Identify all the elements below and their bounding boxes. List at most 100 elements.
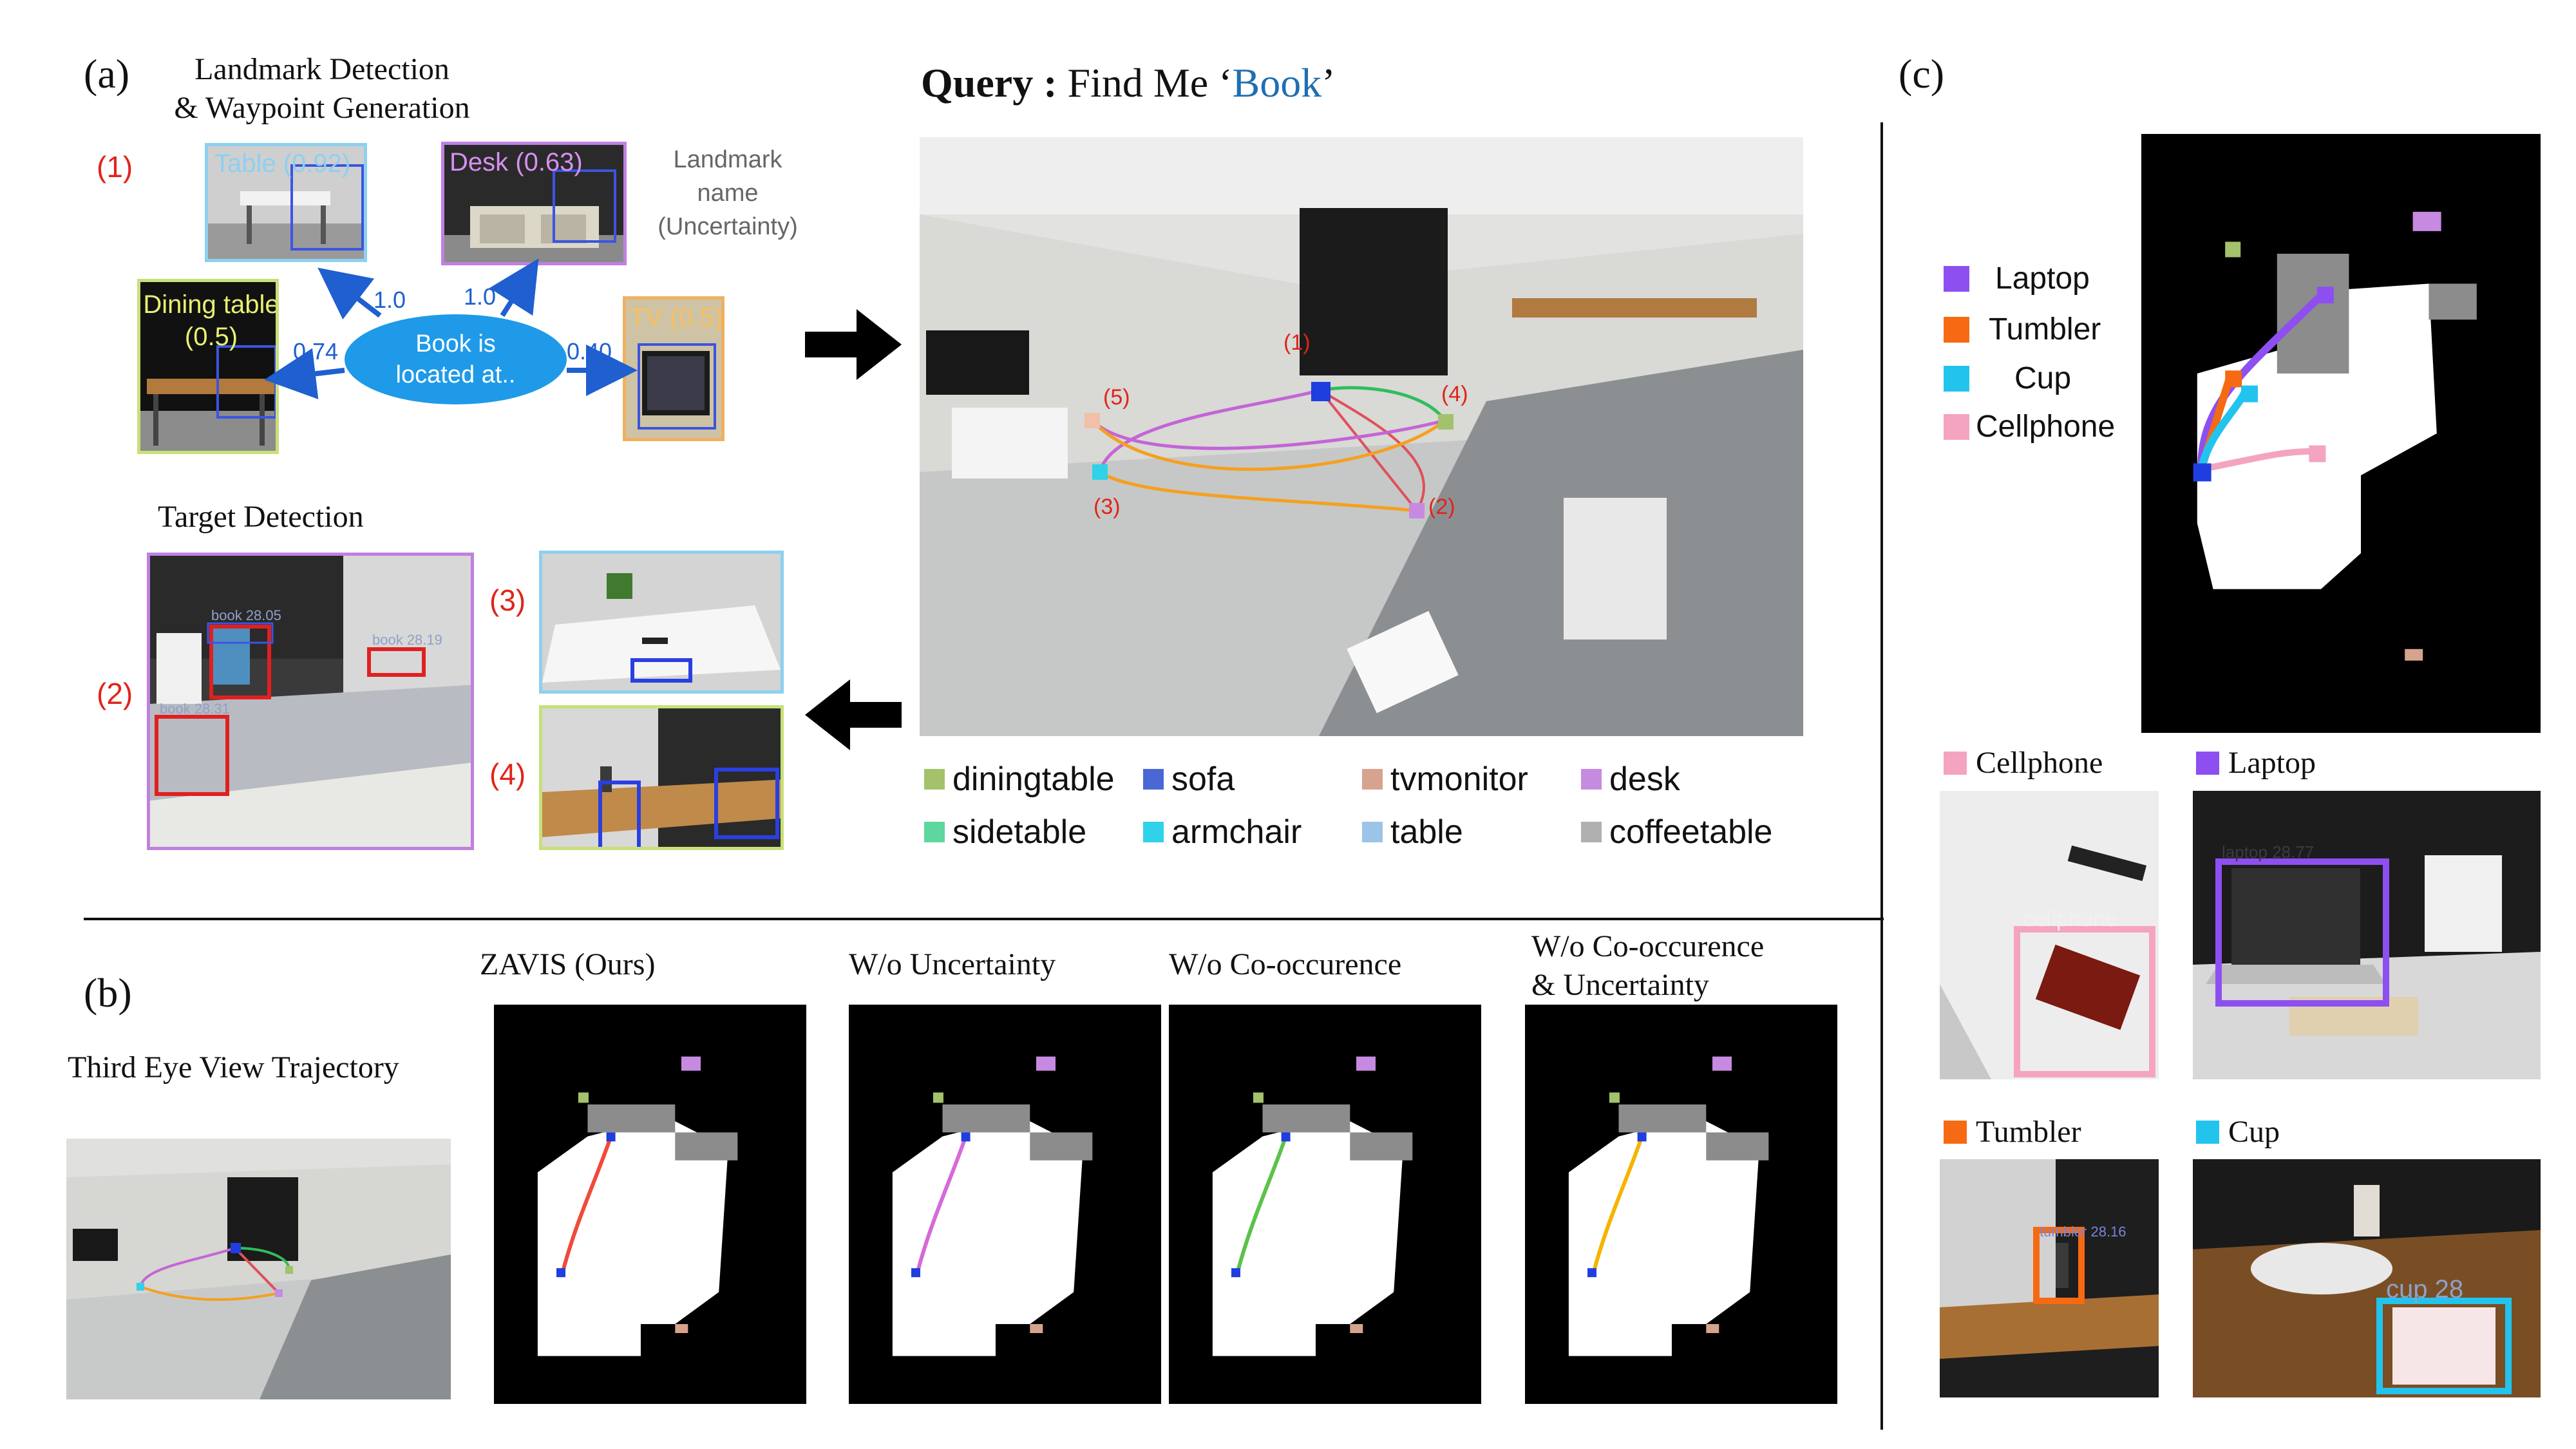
tumbler-marker <box>2225 370 2242 388</box>
crop-det-cellphone: cellphone <box>2023 907 2117 931</box>
legend-swatch-desk <box>1581 769 1602 790</box>
step-3-label: (3) <box>489 583 526 617</box>
crop-swatch-cup <box>2196 1120 2219 1144</box>
robot-marker <box>961 1132 971 1142</box>
legend-sidetable: sidetable <box>924 813 1086 851</box>
occupancy-map-drawing <box>494 1005 806 1404</box>
legend-table: table <box>1362 813 1463 851</box>
landmark-tv-photo: TV (0.5) <box>623 296 724 441</box>
weight-dining: 0.74 <box>293 338 339 365</box>
landmark-title-line2: & Waypoint Generation <box>174 91 470 125</box>
crop-cellphone-drawing <box>1940 791 2159 1079</box>
third-eye-title: Third Eye View Trajectory <box>68 1050 399 1084</box>
robot-marker <box>1587 1268 1596 1278</box>
map-title-wo-both-line2: & Uncertainty <box>1531 968 1709 1002</box>
crop-label-cellphone: Cellphone <box>1944 745 2103 781</box>
query-text-after: ’ <box>1321 60 1336 106</box>
dining-label-line2: (0.5) <box>184 323 238 351</box>
landmark-marker <box>675 1324 688 1333</box>
panel-a-letter: (a) <box>84 51 130 97</box>
crop-label-cup: Cup <box>2196 1114 2280 1150</box>
step-4-label: (4) <box>489 757 526 791</box>
landmark-marker <box>1356 1056 1376 1071</box>
query-label: Query : <box>921 60 1057 106</box>
crop-label-tumbler: Tumbler <box>1944 1114 2081 1150</box>
legend-tvmonitor: tvmonitor <box>1362 760 1528 799</box>
map-legend-tumbler: Tumbler <box>1944 312 2101 347</box>
object-map-drawing <box>2141 134 2541 733</box>
free-space <box>1212 1116 1403 1356</box>
center-text-line1: Book is <box>415 330 496 357</box>
scene-marker-tv <box>1084 413 1100 428</box>
wall-block <box>1706 1132 1769 1160</box>
query-target: Book <box>1232 60 1322 106</box>
wall-block <box>587 1104 676 1133</box>
map-legend-cup: Cup <box>1944 361 2071 396</box>
landmark-marker <box>933 1092 943 1103</box>
legend-desk: desk <box>1581 760 1680 799</box>
book-label-1: book 28.05 <box>211 607 281 623</box>
target-photo-2-drawing <box>150 556 471 847</box>
legend-label-desk: desk <box>1609 761 1680 798</box>
horizontal-divider <box>84 918 1884 920</box>
legend-swatch-coffeetable <box>1581 822 1602 842</box>
trajectory-path <box>1591 1139 1643 1273</box>
landmark-desk-label: Desk (0.63) <box>450 148 583 176</box>
legend-diningtable: diningtable <box>924 760 1115 799</box>
crop-tumbler-drawing <box>1940 1159 2159 1397</box>
third-eye-photo <box>66 1139 451 1399</box>
crop-text-cup: Cup <box>2228 1115 2280 1149</box>
arrow-to-desk <box>489 258 539 317</box>
landmark-marker <box>1609 1092 1620 1103</box>
legend-label-coffeetable: coffeetable <box>1609 813 1773 851</box>
center-ellipse: Book is located at.. <box>345 314 567 404</box>
right-arrow-icon <box>805 309 902 380</box>
map-wo-cooccurence <box>1169 1005 1481 1404</box>
wall-block <box>2277 254 2349 374</box>
robot-marker <box>1637 1132 1647 1142</box>
occupancy-map-drawing <box>1525 1005 1837 1404</box>
map-legend-laptop: Laptop <box>1944 261 2090 296</box>
legend-label-diningtable: diningtable <box>952 761 1115 798</box>
scene-photo-drawing <box>920 137 1803 736</box>
landmark-arrows <box>264 258 638 400</box>
wall-block <box>1618 1104 1707 1133</box>
legend-coffeetable: coffeetable <box>1581 813 1772 851</box>
map-title-wo-cooccurence: W/o Co-occurence <box>1169 947 1402 981</box>
wall-block <box>2429 283 2477 320</box>
scene-marker-desk <box>1409 503 1425 518</box>
wall-block <box>1350 1132 1413 1160</box>
crop-label-laptop: Laptop <box>2196 745 2316 781</box>
robot-marker <box>911 1268 920 1278</box>
legend-label-tvmonitor: tvmonitor <box>1390 761 1528 798</box>
scene-marker-5: (5) <box>1103 385 1130 410</box>
table-photo-drawing <box>208 146 364 259</box>
legend-armchair: armchair <box>1143 813 1302 851</box>
step-1-label: (1) <box>97 150 133 184</box>
legend-label-sofa: sofa <box>1171 761 1235 798</box>
landmark-title-line1: Landmark Detection <box>194 52 450 86</box>
scene-marker-2: (2) <box>1428 495 1455 519</box>
legend-swatch-diningtable <box>924 769 945 790</box>
crop-swatch-cellphone <box>1944 751 1967 775</box>
panel-c-letter: (c) <box>1899 51 1945 97</box>
cup-marker <box>2241 385 2258 402</box>
crop-cup-drawing <box>2193 1159 2541 1397</box>
landmark-uncertainty-caption: Landmark name (Uncertainty) <box>644 143 811 243</box>
legend-label-sidetable: sidetable <box>952 813 1087 851</box>
trajectory-path <box>560 1139 612 1273</box>
cellphone-marker <box>2309 445 2326 462</box>
map-title-wo-uncertainty: W/o Uncertainty <box>849 947 1056 981</box>
target-photo-3 <box>539 551 784 694</box>
arrow-to-table <box>317 267 382 320</box>
wall-block <box>1030 1132 1093 1160</box>
desk-photo-drawing <box>444 145 623 262</box>
crop-photo-cellphone: cellphone <box>1940 791 2159 1079</box>
query-line: Query : Find Me ‘Book’ <box>921 59 1336 107</box>
landmark-marker <box>2405 649 2423 661</box>
landmark-marker <box>578 1092 589 1103</box>
free-space <box>1568 1116 1759 1356</box>
landmark-marker <box>2412 211 2441 231</box>
landmark-marker <box>2225 242 2241 258</box>
robot-marker <box>606 1132 616 1142</box>
